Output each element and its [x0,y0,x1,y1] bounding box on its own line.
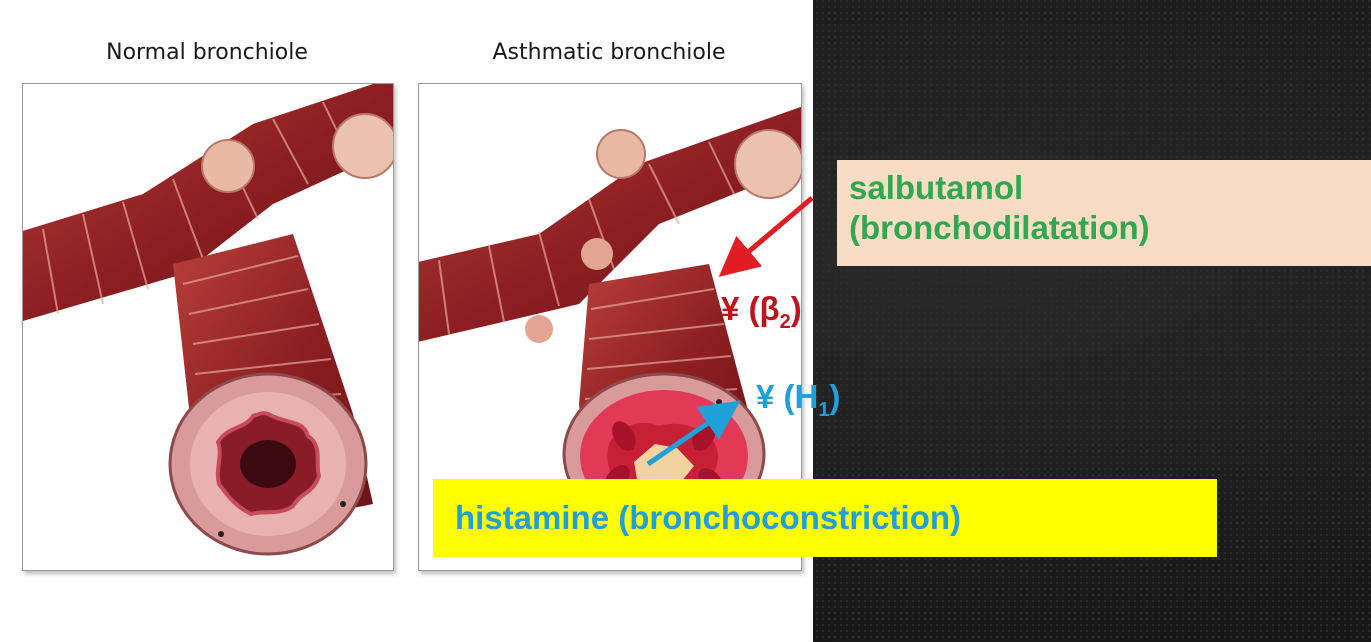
h1-receptor-label: ¥ (H1) [756,378,840,422]
beta2-receptor-label: ¥ (β2) [721,290,802,334]
bronchodilatation-label: (bronchodilatation) [849,208,1371,248]
histamine-callout: histamine (bronchoconstriction) [433,479,1217,557]
salbutamol-callout: salbutamol (bronchodilatation) [837,160,1371,266]
normal-bronchiole-panel [22,83,394,571]
normal-bronchiole-title: Normal bronchiole [22,40,392,65]
normal-bronchiole-drawing [23,84,393,570]
salbutamol-label: salbutamol [849,168,1371,208]
asthmatic-bronchiole-title: Asthmatic bronchiole [418,40,800,65]
